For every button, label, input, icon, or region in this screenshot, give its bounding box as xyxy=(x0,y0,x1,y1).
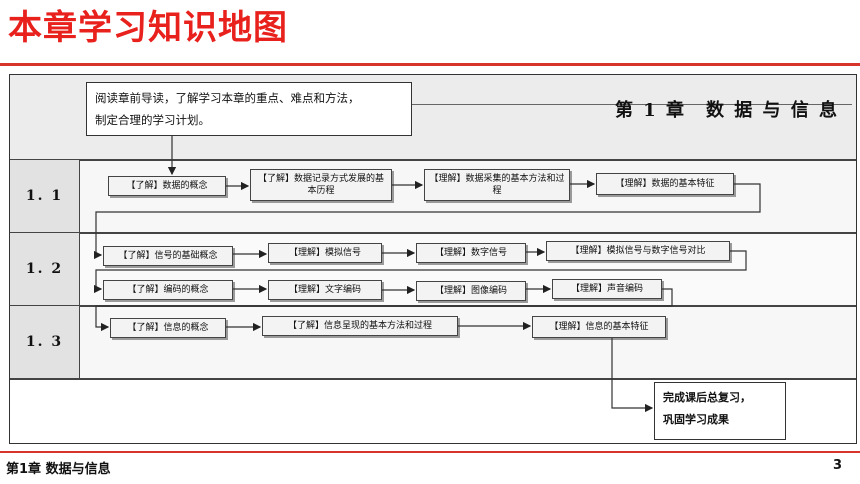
node-digital-signal: 【理解】数字信号 xyxy=(416,243,526,263)
section-label-1-3: 1. 3 xyxy=(10,306,80,378)
final-line: 巩固学习成果 xyxy=(663,413,729,426)
footer-chapter: 第1章 数据与信息 xyxy=(6,462,111,477)
divider xyxy=(10,232,856,234)
node-info-features: 【理解】信息的基本特征 xyxy=(532,316,666,338)
node-data-features: 【理解】数据的基本特征 xyxy=(596,173,734,195)
title-divider xyxy=(0,63,860,66)
connector xyxy=(95,288,673,332)
node-signal-concept: 【了解】信号的基础概念 xyxy=(103,246,233,266)
node-text-encoding: 【理解】文字编码 xyxy=(268,280,382,300)
chapter-heading: 第 1 章 数 据 与 信 息 xyxy=(614,100,840,121)
node-signal-compare: 【理解】模拟信号与数字信号对比 xyxy=(546,241,730,261)
node-data-record-history: 【了解】数据记录方式发展的基本历程 xyxy=(250,169,392,201)
footer-divider xyxy=(0,451,860,453)
node-audio-encoding: 【理解】声音编码 xyxy=(552,279,662,299)
connector xyxy=(611,338,654,413)
node-encoding-concept: 【了解】编码的概念 xyxy=(103,280,233,300)
page-title: 本章学习知识地图 xyxy=(8,8,288,48)
divider xyxy=(10,378,856,380)
node-data-collection: 【理解】数据采集的基本方法和过程 xyxy=(424,169,570,201)
intro-line: 阅读章前导读，了解学习本章的重点、难点和方法， xyxy=(95,91,360,105)
final-review-box: 完成课后总复习， 巩固学习成果 xyxy=(654,382,786,440)
node-info-presentation: 【了解】信息呈现的基本方法和过程 xyxy=(262,316,458,336)
divider xyxy=(10,159,856,161)
node-analog-signal: 【理解】模拟信号 xyxy=(268,243,382,263)
node-data-concept: 【了解】数据的概念 xyxy=(108,176,226,196)
intro-line: 制定合理的学习计划。 xyxy=(95,113,210,127)
header-rule xyxy=(412,104,852,105)
connector xyxy=(93,250,747,294)
section-label-1-2: 1. 2 xyxy=(10,233,80,305)
final-line: 完成课后总复习， xyxy=(663,391,751,404)
node-image-encoding: 【理解】图像编码 xyxy=(416,281,526,301)
intro-box: 阅读章前导读，了解学习本章的重点、难点和方法， 制定合理的学习计划。 xyxy=(86,82,412,136)
section-label-1-1: 1. 1 xyxy=(10,160,80,232)
node-info-concept: 【了解】信息的概念 xyxy=(110,318,226,338)
connector xyxy=(93,183,761,260)
page-number: 3 xyxy=(832,458,842,473)
